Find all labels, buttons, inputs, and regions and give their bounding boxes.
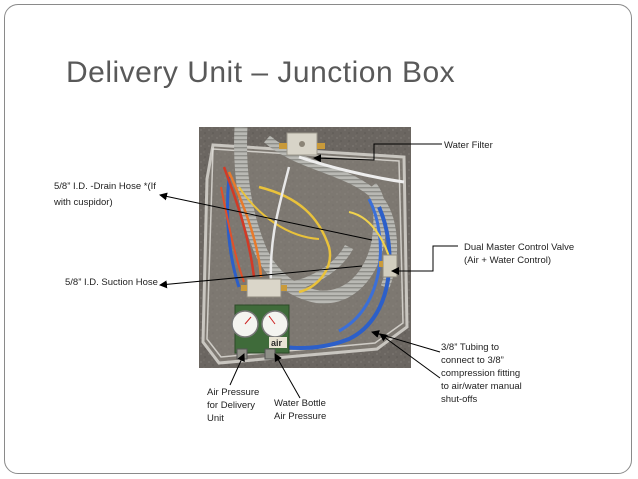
air-pressure-label-line3: Unit — [207, 413, 224, 424]
air-pressure-label-line1: Air Pressure — [207, 387, 260, 398]
dual-valve-label-line1: Dual Master Control Valve — [464, 242, 575, 253]
dual-valve-label-line2: (Air + Water Control) — [464, 255, 552, 266]
tubing-label-line4: to air/water manual — [441, 381, 522, 392]
water-bottle-label-line2: Air Pressure — [274, 411, 327, 422]
gauge-block-label: air — [271, 338, 283, 348]
tubing-label-line2: connect to 3/8” — [441, 355, 504, 366]
water-bottle-label-line1: Water Bottle — [274, 398, 326, 409]
junction-box-photo: air — [199, 127, 411, 368]
drain-hose-label-line2: with cuspidor) — [54, 197, 113, 208]
tubing-label-line1: 3/8” Tubing to — [441, 342, 500, 353]
suction-hose-label: 5/8” I.D. Suction Hose — [65, 277, 158, 288]
drain-hose-label-line1: 5/8” I.D. -Drain Hose *(If — [54, 181, 156, 192]
air-pressure-label-line2: for Delivery — [207, 400, 256, 411]
tubing-label-line3: compression fitting — [441, 368, 521, 379]
tubing-label-line5: shut-offs — [441, 394, 478, 405]
water-filter-label: Water Filter — [444, 140, 493, 151]
slide-title: Delivery Unit – Junction Box — [66, 56, 456, 89]
